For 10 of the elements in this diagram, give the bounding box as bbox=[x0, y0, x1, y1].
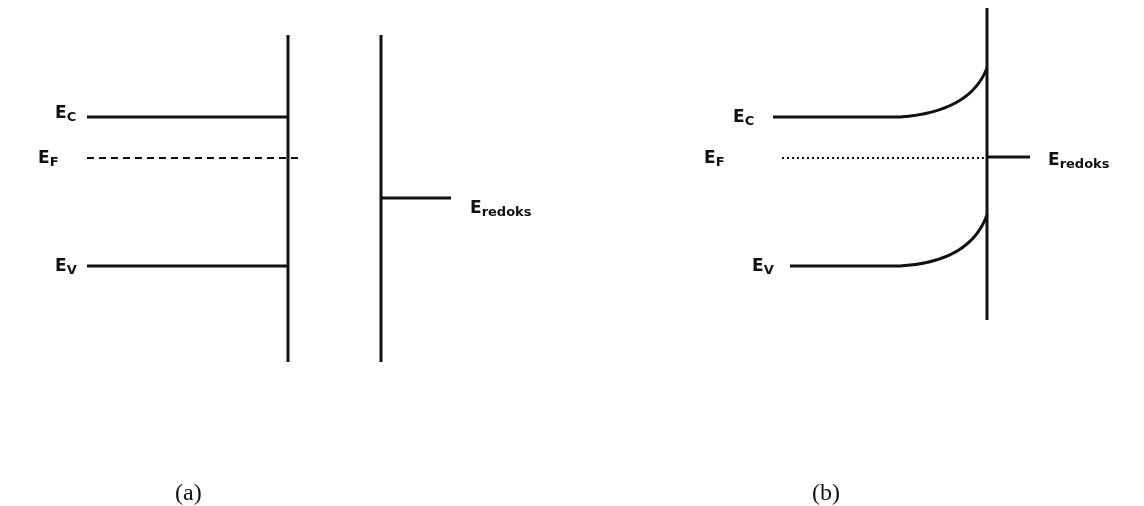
energy-label: E$_{V}$ bbox=[752, 256, 774, 276]
energy-label: E$_{C}$ bbox=[733, 107, 755, 127]
energy-label: E$_{C}$ bbox=[55, 103, 77, 123]
energy-label: E$_{F}$ bbox=[704, 148, 725, 168]
energy-label: E$_{redoks}$ bbox=[470, 198, 532, 218]
panel-label: (a) bbox=[175, 480, 202, 504]
energy-label: E$_{F}$ bbox=[38, 148, 59, 168]
energy-label: E$_{V}$ bbox=[55, 256, 77, 276]
panel-label: (b) bbox=[812, 480, 840, 504]
energy-label: E$_{redoks}$ bbox=[1048, 150, 1110, 170]
